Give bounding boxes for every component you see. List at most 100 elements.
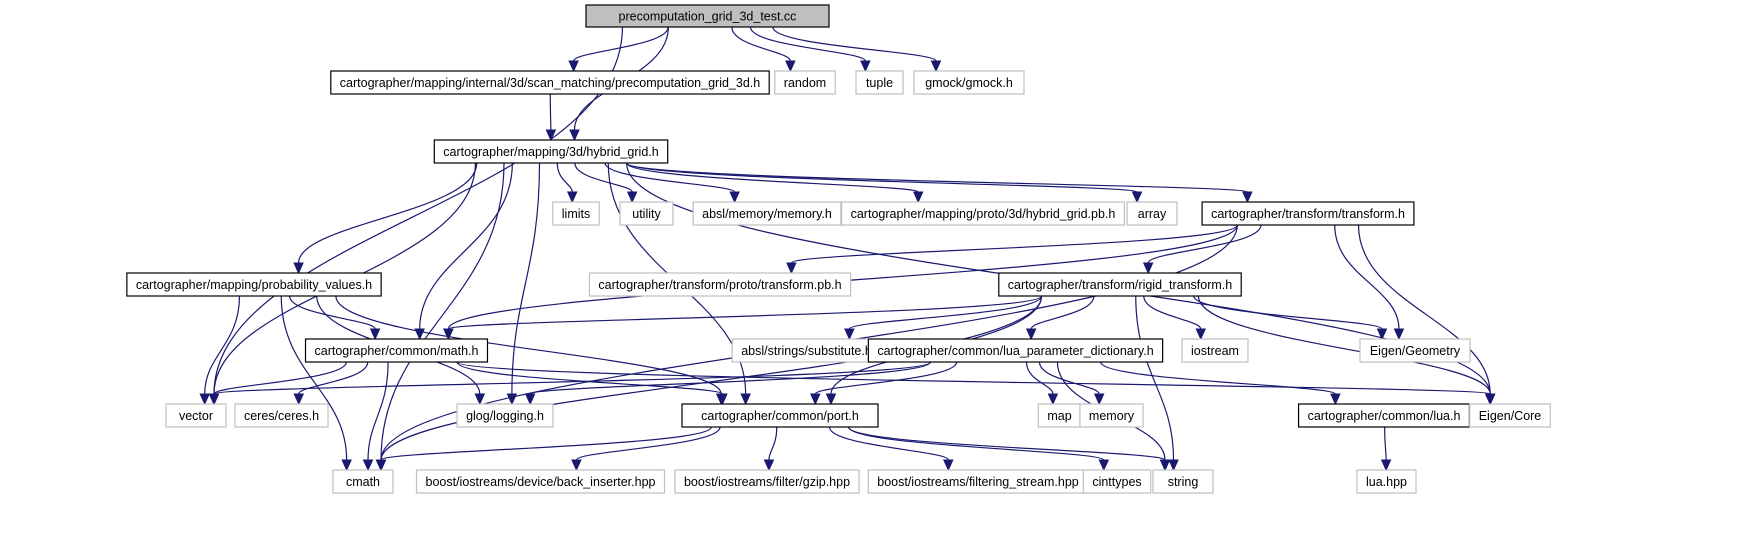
arrowhead-rigid-to-string <box>1168 459 1179 472</box>
node-label: absl/memory/memory.h <box>702 207 832 221</box>
node-box <box>234 403 329 428</box>
node-pg3d[interactable]: cartographer/mapping/internal/3d/scan_ma… <box>330 70 770 95</box>
node-box <box>681 403 879 428</box>
node-box <box>1359 338 1471 363</box>
node-eigen_core: Eigen/Core <box>1469 403 1551 428</box>
node-box <box>126 272 382 297</box>
arrowhead-probvals-to-cmath <box>341 459 352 472</box>
node-box <box>1356 469 1417 494</box>
node-box <box>456 403 554 428</box>
node-label: array <box>1138 207 1167 221</box>
arrowhead-hybrid-to-transform <box>1242 191 1253 204</box>
node-luadict[interactable]: cartographer/common/lua_parameter_dictio… <box>867 338 1164 363</box>
edge-lua-to-luahpp <box>1384 426 1387 461</box>
node-box <box>1079 403 1144 428</box>
edge-luadict-to-memory <box>1038 361 1100 395</box>
node-random: random <box>774 70 836 95</box>
node-hybrid[interactable]: cartographer/mapping/3d/hybrid_grid.h <box>433 139 669 164</box>
edge-root-to-gmock <box>772 26 937 62</box>
node-port[interactable]: cartographer/common/port.h <box>681 403 879 428</box>
node-lua[interactable]: cartographer/common/lua.h <box>1297 403 1471 428</box>
edge-hybrid-to-array <box>626 162 1138 193</box>
arrowhead-rigid-to-iostream <box>1195 328 1207 341</box>
edge-rigid-to-eigen_core <box>1197 295 1491 395</box>
node-iostream: iostream <box>1181 338 1249 363</box>
node-root[interactable]: precomputation_grid_3d_test.cc <box>585 4 830 28</box>
arrowhead-rigid-to-luadict <box>1025 328 1037 341</box>
node-label: cinttypes <box>1092 475 1141 489</box>
node-label: precomputation_grid_3d_test.cc <box>619 10 797 24</box>
node-probvals[interactable]: cartographer/mapping/probability_values.… <box>126 272 382 297</box>
arrowhead-rigid-to-absl_sub <box>844 328 855 341</box>
node-math[interactable]: cartographer/common/math.h <box>304 338 489 363</box>
node-label: gmock/gmock.h <box>925 76 1013 90</box>
arrowhead-hybrid-to-array <box>1131 191 1143 204</box>
node-label: limits <box>562 207 590 221</box>
node-label: cartographer/common/port.h <box>701 409 859 423</box>
node-box <box>1201 201 1415 226</box>
edge-port-to-cmath <box>380 426 712 461</box>
node-box <box>913 70 1025 95</box>
node-luahpp: lua.hpp <box>1356 469 1417 494</box>
node-cmath: cmath <box>332 469 394 494</box>
node-transform[interactable]: cartographer/transform/transform.h <box>1201 201 1415 226</box>
arrowhead-rigid-to-math <box>443 328 454 341</box>
node-gmock: gmock/gmock.h <box>913 70 1025 95</box>
edge-rigid-to-iostream <box>1143 295 1202 330</box>
node-label: cartographer/mapping/probability_values.… <box>136 278 372 292</box>
node-back_ins: boost/iostreams/device/back_inserter.hpp <box>415 469 666 494</box>
edge-rigid-to-eigen_geo <box>1193 295 1383 330</box>
arrowhead-probvals-to-math <box>369 328 381 341</box>
edge-probvals-to-math <box>289 295 376 330</box>
edge-probvals-to-cmath <box>280 295 348 461</box>
node-box <box>330 70 770 95</box>
arrowhead-port-to-string <box>1159 459 1171 472</box>
arrowhead-root-to-hybrid <box>569 129 580 142</box>
arrowhead-root-to-gmock <box>930 60 942 73</box>
node-label: cartographer/mapping/3d/hybrid_grid.h <box>443 145 658 159</box>
node-label: Eigen/Core <box>1479 409 1542 423</box>
edge-rigid-to-math <box>447 295 1043 330</box>
node-label: boost/iostreams/device/back_inserter.hpp <box>426 475 656 489</box>
edge-port-to-back_ins <box>575 426 721 461</box>
node-box <box>165 403 227 428</box>
node-box <box>674 469 860 494</box>
node-map: map <box>1037 403 1082 428</box>
arrowhead-pg3d-to-hybrid <box>545 129 557 142</box>
node-box <box>332 469 394 494</box>
node-box <box>998 272 1242 297</box>
arrowhead-rigid-to-port <box>825 393 837 406</box>
edge-hybrid-to-transform <box>626 162 1248 193</box>
edge-transform-to-rigid <box>1147 224 1262 264</box>
edge-luadict-to-map <box>1025 361 1054 395</box>
arrowhead-hybrid-to-hybrid_pb <box>912 191 924 204</box>
edge-rigid-to-cmath <box>380 295 1043 461</box>
node-rigid[interactable]: cartographer/transform/rigid_transform.h <box>998 272 1242 297</box>
node-label: cartographer/transform/rigid_transform.h <box>1008 278 1232 292</box>
node-box <box>774 70 836 95</box>
arrowhead-luadict-to-port <box>810 393 821 406</box>
node-box <box>588 272 852 297</box>
arrowhead-port-to-filt <box>943 459 954 472</box>
node-label: cartographer/mapping/internal/3d/scan_ma… <box>340 76 760 90</box>
node-tuple: tuple <box>855 70 904 95</box>
arrowhead-root-to-random <box>785 60 796 73</box>
node-label: utility <box>632 207 661 221</box>
node-label: boost/iostreams/filtering_stream.hpp <box>877 475 1079 489</box>
arrowhead-port-to-back_ins <box>571 459 582 472</box>
edge-math-to-eigen_core <box>456 361 1491 395</box>
arrowhead-probvals-to-glog <box>474 393 486 406</box>
edge-port-to-string <box>848 426 1166 461</box>
edge-hybrid-to-glog <box>511 162 541 395</box>
edge-probvals-to-port <box>335 295 722 395</box>
edge-math-to-vector <box>213 361 347 395</box>
node-label: iostream <box>1191 344 1239 358</box>
edge-transform-to-transform_pb <box>790 224 1238 264</box>
node-label: random <box>784 76 826 90</box>
arrowhead-port-to-cinttypes <box>1098 459 1110 472</box>
node-box <box>1082 469 1152 494</box>
node-string: string <box>1152 469 1214 494</box>
arrowhead-hybrid-to-port <box>740 393 751 406</box>
node-label: cartographer/transform/transform.h <box>1211 207 1405 221</box>
edge-pg3d-to-hybrid <box>549 93 552 131</box>
